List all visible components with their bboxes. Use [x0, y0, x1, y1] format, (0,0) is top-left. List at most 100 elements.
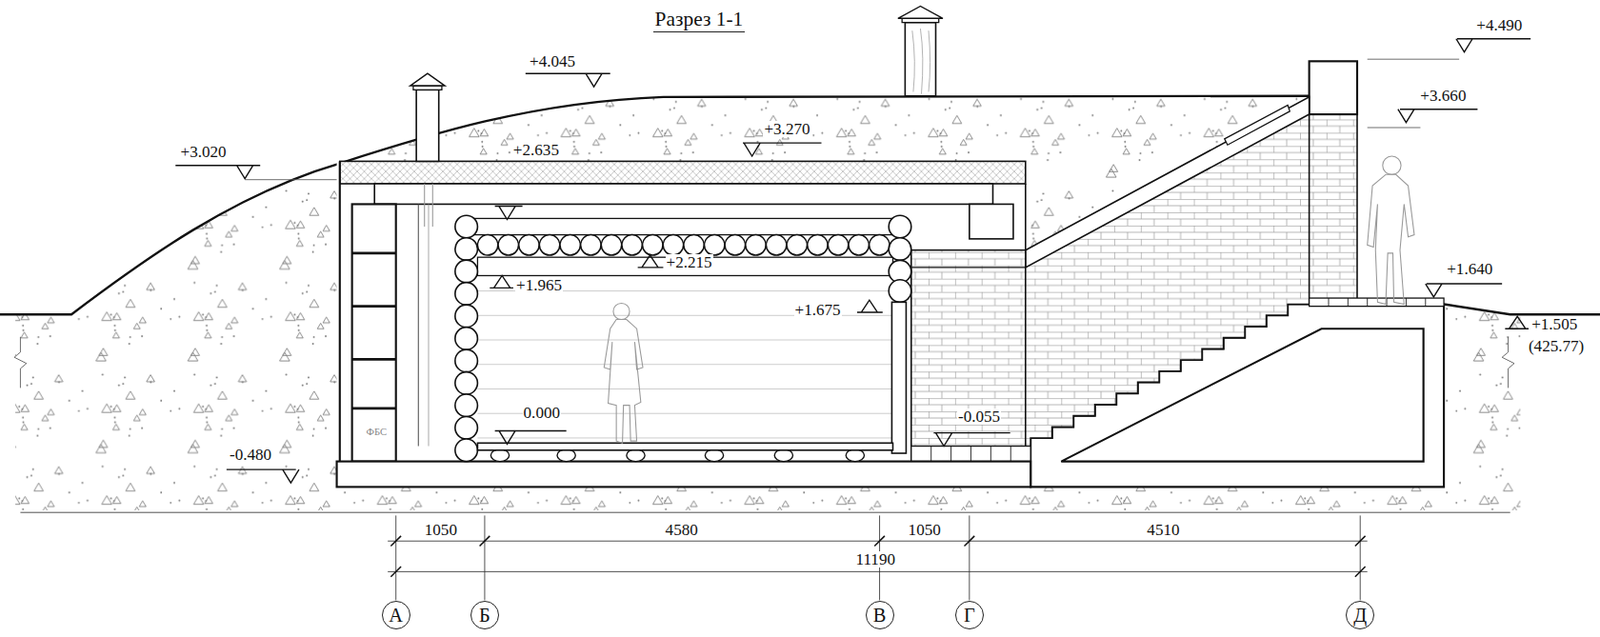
platform-tile	[1328, 298, 1330, 307]
person-figure	[1382, 156, 1401, 175]
vent-cap	[898, 5, 943, 19]
wall-log	[455, 349, 479, 373]
wood-grain	[912, 28, 931, 95]
ceiling-log	[848, 235, 869, 256]
vent-pipe	[904, 22, 936, 97]
wall-log	[455, 327, 479, 351]
material-note: ФБС	[365, 426, 389, 438]
axis-letter: Б	[479, 605, 491, 625]
elevation-mark	[495, 430, 567, 444]
platform-tile	[1405, 298, 1407, 307]
ceiling-log	[827, 235, 848, 256]
dimension-text: 11190	[855, 551, 897, 568]
roof-slab	[374, 183, 993, 204]
sloped-slab	[1025, 97, 1310, 268]
beam	[969, 203, 1014, 239]
axis-bubble: А	[381, 600, 411, 630]
axis-letter: Г	[963, 605, 976, 625]
floor-joist	[774, 449, 793, 462]
elevation-mark	[1456, 39, 1531, 53]
ceiling-log	[704, 235, 725, 256]
wall-log	[455, 260, 479, 283]
break-mark	[14, 337, 27, 389]
vent-duct	[424, 183, 434, 227]
elevation-text: +2.215	[665, 254, 714, 271]
level-line	[244, 179, 337, 180]
block-joint	[352, 358, 397, 361]
wall-log	[455, 439, 479, 462]
wall-log	[455, 372, 479, 396]
illustration	[0, 5, 1600, 600]
log-wall-line	[477, 363, 893, 365]
axis-bubble: В	[865, 600, 895, 630]
platform-tile	[1366, 298, 1368, 307]
floor-joist	[490, 449, 509, 462]
elevation-text: +3.660	[1419, 87, 1467, 104]
extension-line	[968, 515, 970, 600]
platform-tile	[1347, 298, 1349, 307]
elevation-mark	[226, 469, 300, 483]
wall-edge	[339, 160, 341, 461]
floor-tile	[990, 446, 992, 462]
block-joint	[352, 252, 397, 256]
vestibule-brick	[911, 250, 1026, 462]
elevation-text: 0.000	[522, 404, 561, 421]
inner-lining	[418, 203, 420, 446]
ceiling-log	[580, 235, 601, 256]
floor-boards	[477, 442, 893, 451]
ceiling-log	[600, 235, 621, 256]
axis-letter: В	[873, 605, 887, 625]
floor-joist	[704, 449, 723, 462]
dimension-line	[387, 571, 1368, 573]
extension-line	[1360, 515, 1361, 600]
level-line	[1367, 127, 1421, 129]
break-mark	[1501, 337, 1515, 389]
brick-column	[1309, 114, 1358, 304]
dimension-tick	[390, 566, 401, 578]
wall-edge	[1024, 183, 1027, 251]
stair-cavity	[1060, 328, 1423, 461]
dimension-tick	[1355, 566, 1366, 578]
elevation-mark	[857, 300, 883, 313]
elevation-mark	[933, 433, 1010, 447]
ceiling-log	[869, 235, 890, 256]
person-figure	[613, 302, 630, 320]
elevation-mark	[1398, 109, 1479, 123]
ceiling-log	[786, 235, 807, 256]
soil-fill	[15, 96, 1520, 511]
log-wall-line	[477, 388, 893, 390]
ceiling-log	[519, 235, 540, 256]
axis-letter: А	[388, 605, 403, 625]
floor-joist	[557, 449, 576, 462]
elevation-mark	[525, 73, 611, 87]
elevation-text: +1.640	[1445, 260, 1494, 278]
vent-pipe	[416, 89, 440, 161]
wall-log	[888, 238, 912, 261]
ceiling-log	[724, 235, 745, 256]
foundation-slab	[337, 461, 1032, 488]
axis-bubble: Б	[470, 600, 500, 630]
dimension-tick	[390, 536, 401, 547]
dimension-text: 1050	[907, 521, 942, 539]
floor-tile	[970, 446, 972, 462]
wall-log	[455, 215, 479, 239]
ceiling-log	[477, 235, 498, 256]
vent-cap	[410, 73, 445, 86]
inner-lining	[428, 203, 430, 446]
wall-log	[455, 282, 479, 306]
ceiling-log	[807, 235, 828, 256]
base-line	[20, 512, 1510, 514]
extension-line	[483, 515, 485, 600]
axis-bubble: Д	[1345, 600, 1375, 630]
section-title: Разрез 1-1	[653, 8, 746, 34]
elevation-mark	[489, 275, 514, 288]
floor-joist	[626, 449, 645, 462]
ground-line	[1443, 303, 1600, 315]
elevation-text: +1.675	[794, 301, 842, 319]
dimension-text: 4580	[664, 521, 700, 539]
axis-letter: Д	[1353, 605, 1367, 625]
elevation-mark	[742, 142, 822, 157]
elevation-mark	[175, 165, 260, 180]
